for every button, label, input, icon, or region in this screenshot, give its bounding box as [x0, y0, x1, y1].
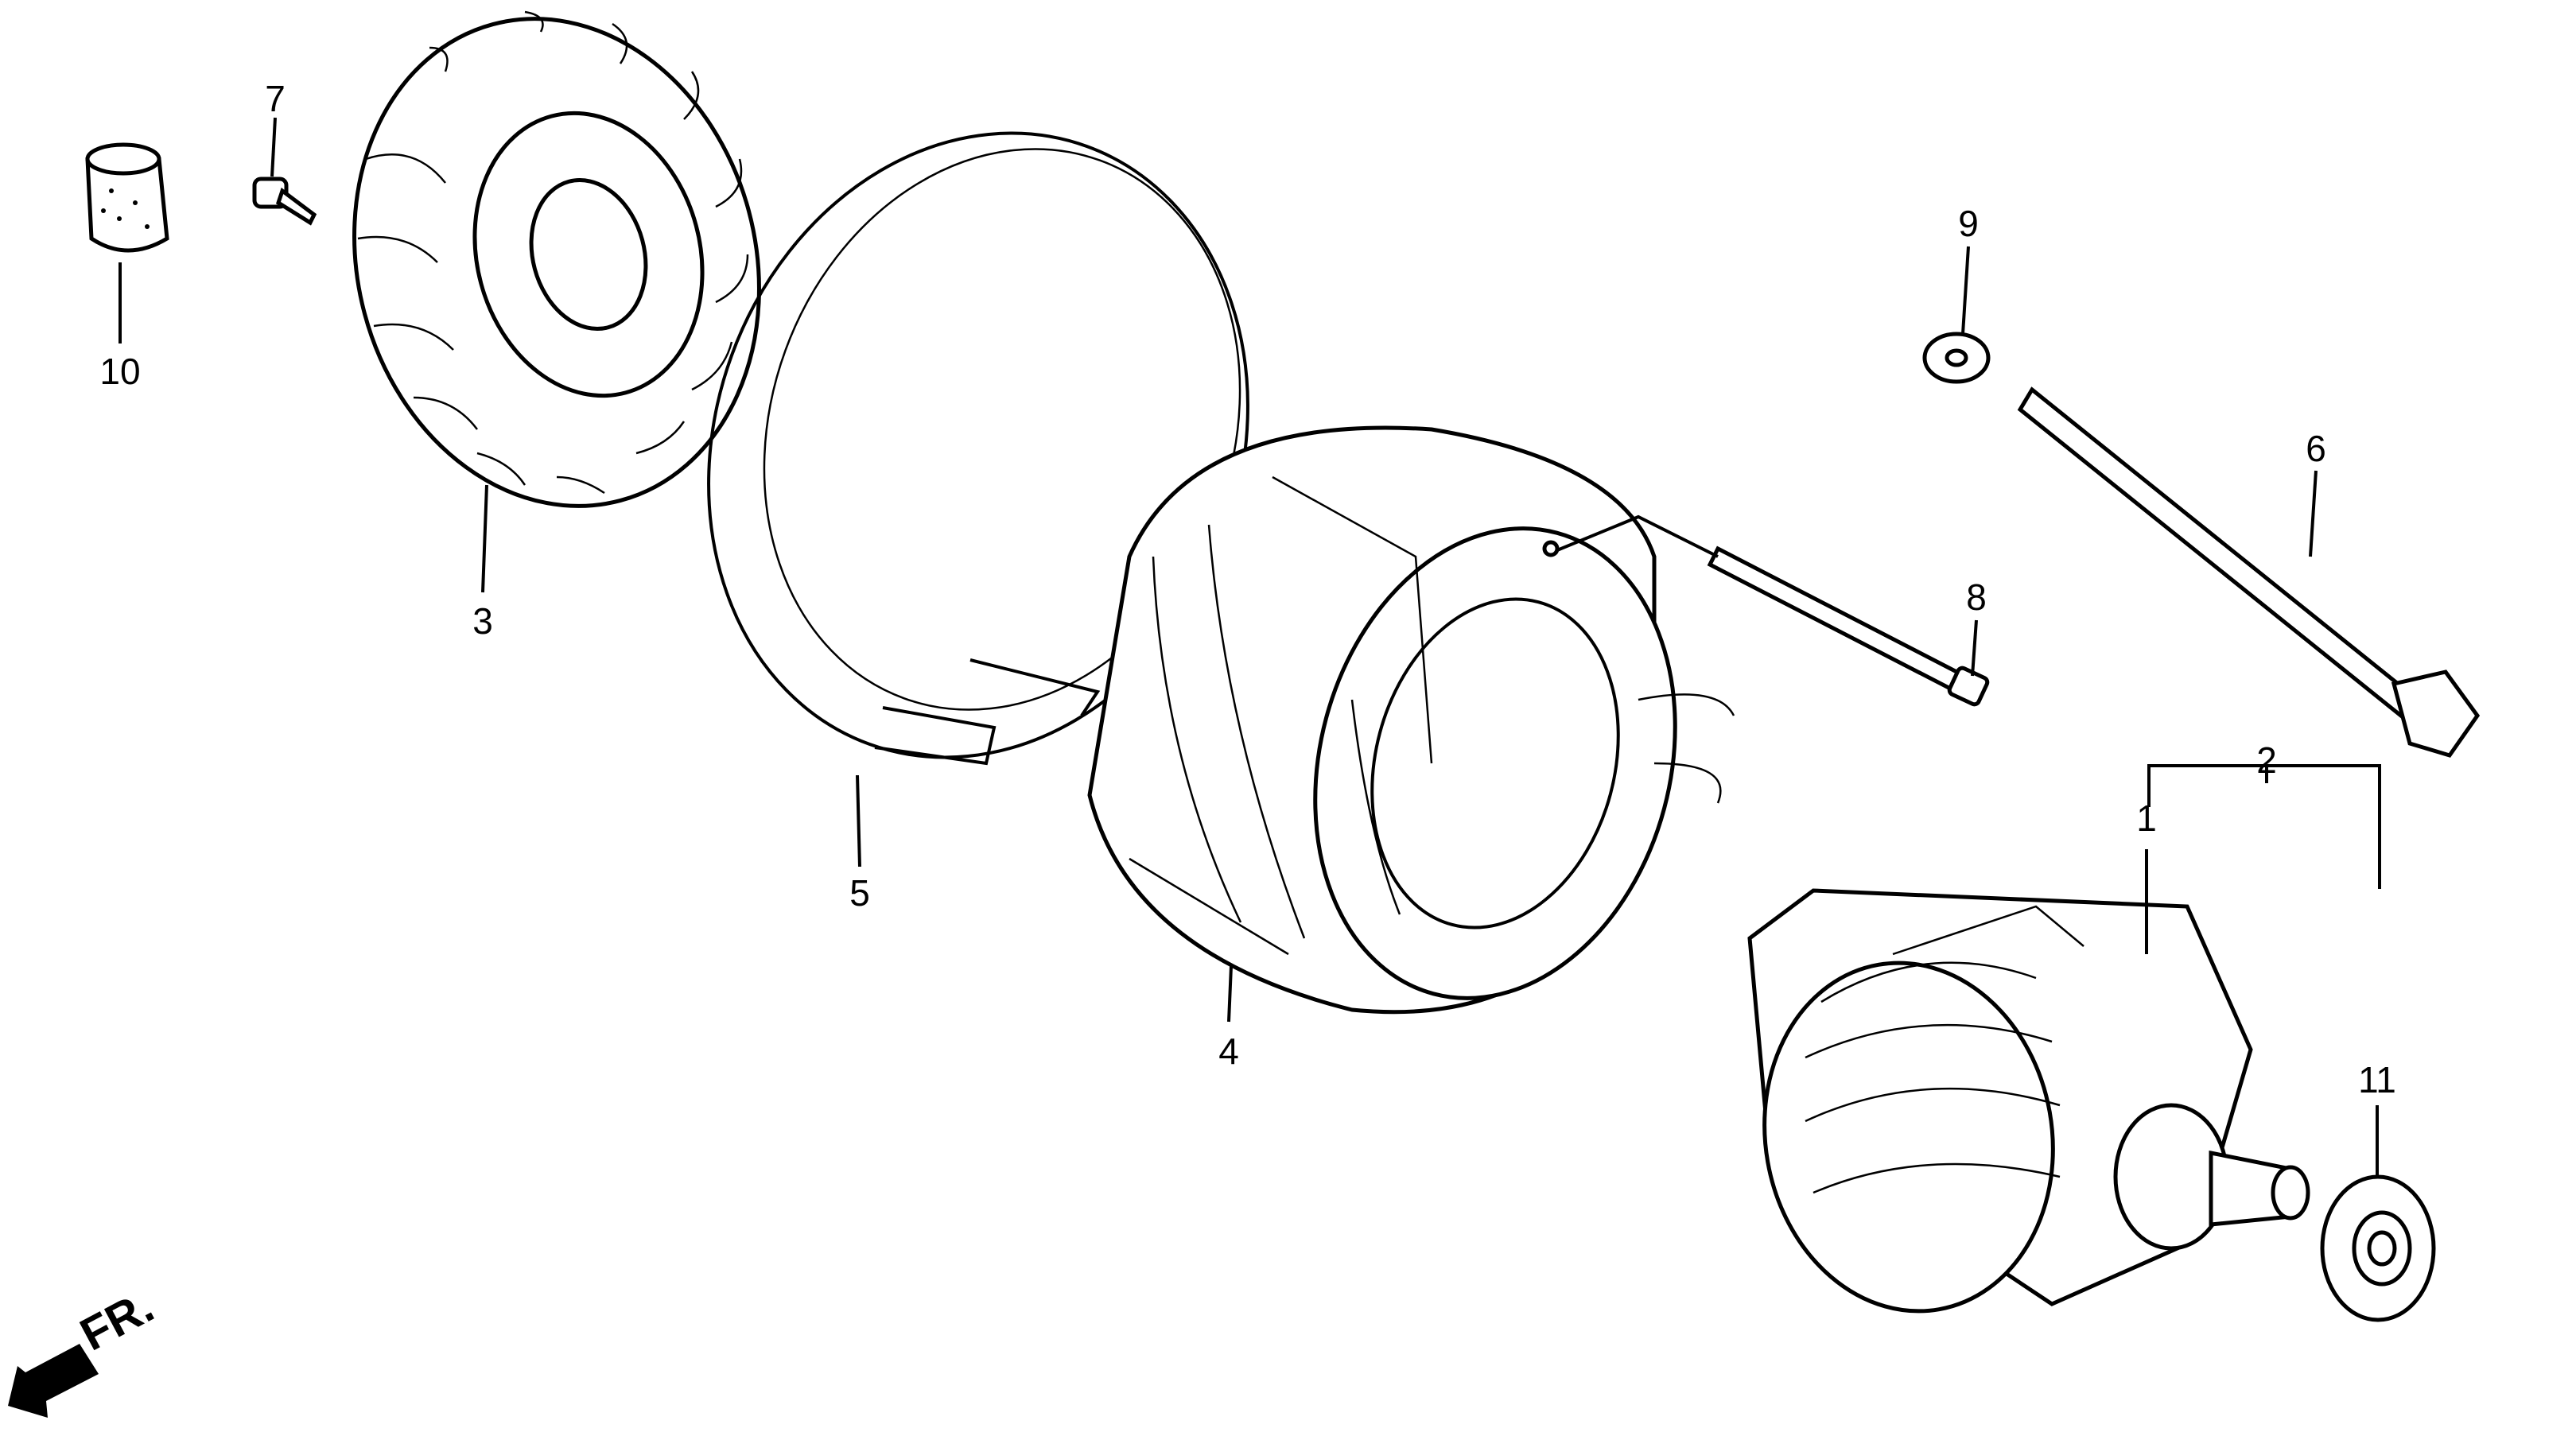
callout-3: 3: [472, 600, 493, 642]
part-7-screw: [252, 177, 317, 226]
callout-2: 2: [2256, 739, 2277, 781]
callout-4: 4: [1218, 1030, 1239, 1072]
part-3-fan: [352, 10, 761, 508]
part-8-bolt: [1707, 545, 1990, 707]
callout-8: 8: [1966, 576, 1987, 618]
part-9-washer: [1922, 332, 1991, 384]
part-11-bearing: [2320, 1174, 2436, 1322]
front-direction-arrow: FR.: [8, 1280, 162, 1418]
callout-1: 1: [2136, 798, 2157, 839]
callout-6: 6: [2306, 428, 2326, 469]
part-6-through-bolt: [2017, 386, 2481, 758]
callout-9: 9: [1958, 203, 1979, 244]
part-1-rotor: [1747, 888, 2310, 1314]
part-4-stator: [1087, 425, 1735, 1015]
callout-10: 10: [99, 351, 140, 392]
part-10-cap: [85, 142, 169, 253]
callout-7: 7: [265, 78, 286, 119]
callout-11: 11: [2358, 1059, 2396, 1100]
leader-lines: [119, 117, 2381, 1175]
arrow-left-down-icon: [8, 1344, 99, 1418]
callout-5: 5: [849, 872, 870, 914]
front-label: FR.: [72, 1280, 162, 1360]
